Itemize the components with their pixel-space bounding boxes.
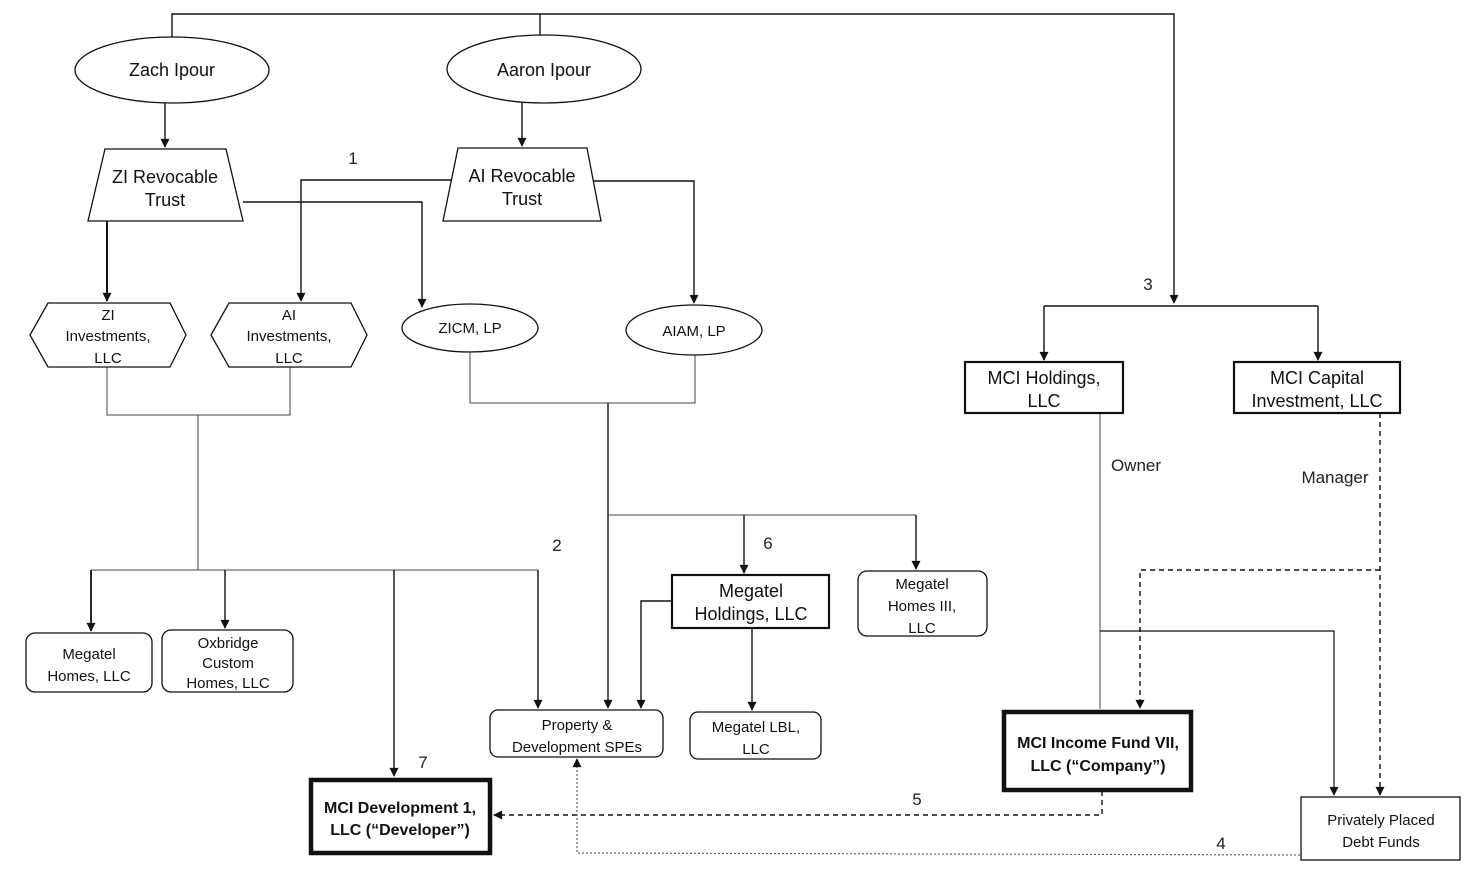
ellipse-shape	[625, 304, 763, 356]
edge-label-1: 1	[348, 149, 357, 168]
node-oxbridge-custom-homes: Oxbridge Custom Homes, LLC	[161, 629, 294, 693]
node-label-line-2: Homes, LLC	[47, 668, 131, 685]
edge-ai-trust-to-ai-investments	[296, 179, 456, 302]
node-privately-placed-debt-funds: Privately Placed Debt Funds	[1300, 796, 1461, 861]
node-label-line-2: Investments,	[65, 328, 150, 345]
node-label-line-2: LLC	[742, 741, 770, 758]
node-aaron-ipour: Aaron Ipour	[446, 34, 642, 104]
box-shape	[1300, 796, 1461, 861]
rounded-box-shape	[689, 711, 822, 760]
edges	[86, 13, 1385, 856]
node-label-line-2: Investments,	[246, 328, 331, 345]
node-property-development-spes: Property & Development SPEs	[489, 709, 664, 758]
node-ai-revocable-trust: AI Revocable Trust	[442, 147, 602, 222]
node-label-line-2: Homes III,	[888, 598, 956, 615]
node-mci-holdings: MCI Holdings, LLC	[963, 360, 1125, 415]
node-label-line-2: LLC (“Developer”)	[330, 822, 470, 839]
trapezoid-shape	[87, 148, 244, 222]
edge-company-to-developer	[493, 791, 1103, 820]
box-shape	[670, 573, 831, 630]
edge-label-3: 3	[1143, 275, 1152, 294]
edge-manager-to-company	[1135, 569, 1380, 709]
node-mci-income-fund-vii: MCI Income Fund VII, LLC (“Company”)	[1001, 709, 1194, 793]
node-label: AIAM, LP	[662, 323, 725, 340]
edge-label-2: 2	[552, 536, 561, 555]
node-label: Aaron Ipour	[497, 60, 591, 80]
edge-label-5: 5	[912, 790, 921, 809]
node-label-line-2: Trust	[502, 189, 542, 209]
edge-debt-funds-to-spes	[572, 758, 1301, 856]
node-mci-capital-investment: MCI Capital Investment, LLC	[1232, 360, 1402, 415]
edge-label-7: 7	[418, 753, 427, 772]
hexagon-shape	[210, 302, 368, 368]
box-shape	[963, 360, 1125, 415]
node-label-line-2: Development SPEs	[512, 739, 642, 756]
edge-label-manager: Manager	[1301, 468, 1368, 487]
node-label-line-2: Investment, LLC	[1251, 391, 1382, 411]
node-aiam-lp: AIAM, LP	[625, 304, 763, 356]
node-label-line-1: MCI Income Fund VII,	[1017, 735, 1179, 752]
edge-lp-join	[469, 352, 696, 404]
ellipse-shape	[401, 303, 539, 353]
node-label-line-1: ZI	[101, 307, 114, 324]
node-zi-revocable-trust: ZI Revocable Trust	[87, 148, 244, 222]
trapezoid-shape	[442, 147, 602, 222]
rounded-box-shape	[25, 632, 153, 693]
rounded-box-shape	[857, 570, 988, 637]
node-label-line-1: AI Revocable	[468, 166, 575, 186]
ellipse-shape	[74, 36, 270, 104]
node-label-line-2: Debt Funds	[1342, 834, 1420, 851]
box-shape	[1001, 709, 1194, 793]
node-label-line-1: ZI Revocable	[112, 167, 218, 187]
edge-top-bus	[171, 13, 1179, 304]
node-label-line-1: MCI Development 1,	[324, 800, 476, 817]
node-zach-ipour: Zach Ipour	[74, 36, 270, 104]
node-label-line-1: Megatel	[719, 581, 783, 601]
node-megatel-lbl: Megatel LBL, LLC	[689, 711, 822, 760]
node-ai-investments: AI Investments, LLC	[210, 302, 368, 368]
node-label-line-3: LLC	[94, 350, 122, 367]
edge-label-6: 6	[763, 534, 772, 553]
edge-owner-to-debt-funds	[1100, 630, 1339, 796]
edge-label-owner: Owner	[1111, 456, 1161, 475]
node-label-line-1: Oxbridge	[198, 635, 259, 652]
node-label-line-2: Trust	[145, 190, 185, 210]
node-zicm-lp: ZICM, LP	[401, 303, 539, 353]
node-label-line-2: LLC	[1027, 391, 1060, 411]
box-shape	[1232, 360, 1402, 415]
edge-megatel-holdings-to-spes	[636, 600, 672, 709]
box-shape	[308, 777, 493, 856]
node-megatel-homes: Megatel Homes, LLC	[25, 632, 153, 693]
node-label-line-1: MCI Holdings,	[987, 368, 1100, 388]
rounded-box-shape	[161, 629, 294, 693]
edge-labels: 1 2 3 4 5 6 7 Owner Manager	[348, 149, 1369, 853]
node-label-line-2: Custom	[202, 655, 254, 672]
edge-ai-trust-to-aiam	[590, 180, 699, 304]
ellipse-shape	[446, 34, 642, 104]
node-label: ZICM, LP	[438, 320, 501, 337]
node-zi-investments: ZI Investments, LLC	[29, 302, 187, 368]
node-label-line-2: LLC (“Company”)	[1030, 758, 1165, 775]
node-label-line-1: AI	[282, 307, 296, 324]
node-label-line-1: Megatel LBL,	[712, 719, 800, 736]
node-mci-development-1: MCI Development 1, LLC (“Developer”)	[308, 777, 493, 856]
node-label-line-1: Megatel	[62, 646, 115, 663]
node-label-line-1: MCI Capital	[1270, 368, 1364, 388]
hexagon-shape	[29, 302, 187, 368]
node-label-line-3: LLC	[275, 350, 303, 367]
edge-zi-trust-to-zicm	[243, 201, 427, 308]
node-label-line-1: Property &	[542, 717, 613, 734]
node-label-line-1: Privately Placed	[1327, 812, 1435, 829]
node-label-line-1: Megatel	[895, 576, 948, 593]
node-megatel-homes-iii: Megatel Homes III, LLC	[857, 570, 988, 637]
node-label-line-3: LLC	[908, 620, 936, 637]
edge-investments-join	[106, 367, 291, 416]
node-label-line-3: Homes, LLC	[186, 675, 270, 692]
edge-label-4: 4	[1216, 834, 1225, 853]
node-label: Zach Ipour	[129, 60, 215, 80]
node-label-line-2: Holdings, LLC	[694, 604, 807, 624]
rounded-box-shape	[489, 709, 664, 758]
node-megatel-holdings: Megatel Holdings, LLC	[670, 573, 831, 630]
